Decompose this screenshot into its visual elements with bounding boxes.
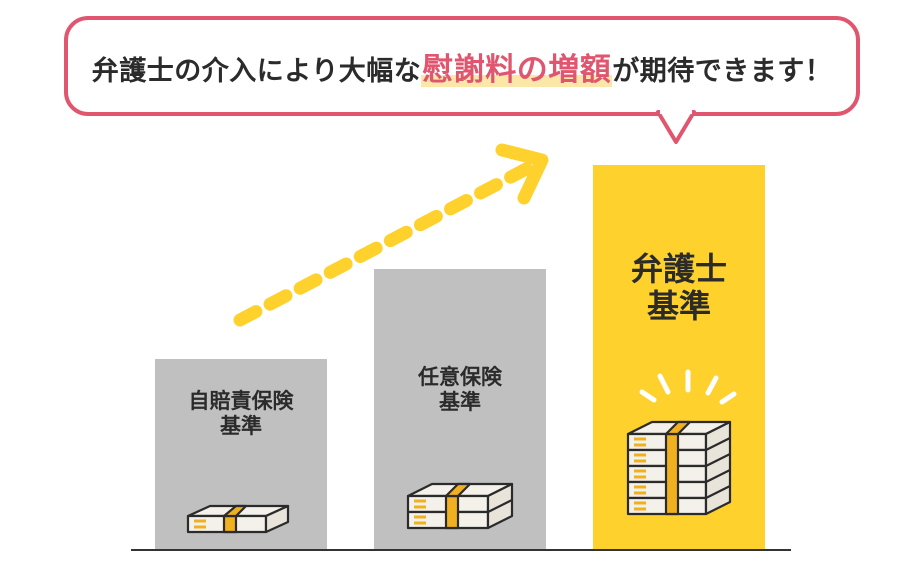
callout-highlight-wrap: 慰謝料の増額 <box>421 52 613 88</box>
callout-text: 弁護士の介入により大幅な慰謝料の増額が期待できます！ <box>92 44 832 89</box>
bar-label-line1: 弁護士 <box>630 250 727 288</box>
bar-label-line2: 基準 <box>439 390 481 415</box>
callout-box: 弁護士の介入により大幅な慰謝料の増額が期待できます！ <box>64 16 860 116</box>
money-stack-small <box>186 504 290 534</box>
bar-bengoshi: 弁護士 基準 <box>593 165 765 550</box>
callout-text-before: 弁護士の介入により大幅な <box>91 55 422 87</box>
callout-highlight: 慰謝料の増額 <box>422 51 612 88</box>
money-stack-large <box>626 420 732 516</box>
bar-label-jibaiseki: 自賠責保険 基準 <box>155 389 327 439</box>
bar-label-line2: 基準 <box>646 286 711 325</box>
bar-label-line1: 任意保険 <box>418 365 502 389</box>
callout-text-after: が期待できます！ <box>612 55 833 87</box>
bar-label-nini: 任意保険 基準 <box>374 365 546 415</box>
bar-label-line2: 基準 <box>220 414 262 439</box>
bar-label-bengoshi: 弁護士 基準 <box>593 251 765 325</box>
chart-baseline <box>131 549 791 551</box>
money-stack-medium <box>406 482 514 530</box>
bar-label-line1: 自賠責保険 <box>188 389 294 413</box>
